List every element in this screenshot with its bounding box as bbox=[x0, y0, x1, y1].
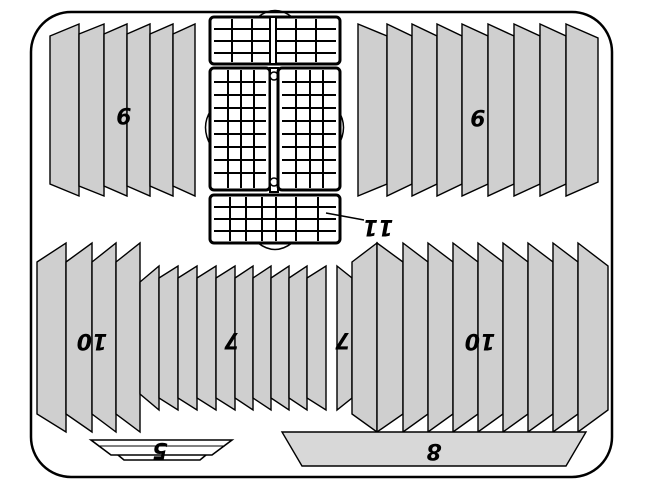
plate bbox=[288, 264, 308, 412]
basket-handle-top bbox=[257, 9, 293, 18]
plate bbox=[115, 241, 141, 434]
label-lower-center-small: 7 bbox=[224, 327, 240, 352]
plate bbox=[487, 22, 515, 198]
label-upper-right: 9 bbox=[470, 104, 485, 129]
plate bbox=[376, 241, 404, 434]
label-lower-left-large: 10 bbox=[77, 328, 108, 353]
plate bbox=[158, 264, 179, 412]
plate bbox=[172, 22, 196, 198]
basket-grid bbox=[282, 70, 336, 188]
plate bbox=[357, 22, 388, 198]
label-cutlery-basket: 11 bbox=[363, 214, 394, 239]
lower-right-large-plate-group: 10 bbox=[351, 241, 609, 434]
platter: 8 bbox=[280, 431, 588, 467]
plate bbox=[103, 22, 128, 198]
label-platter: 8 bbox=[426, 438, 441, 463]
plate bbox=[270, 264, 290, 412]
plate bbox=[177, 264, 198, 412]
plate bbox=[215, 264, 236, 412]
plate bbox=[436, 22, 463, 198]
plate bbox=[539, 22, 567, 198]
basket-divider bbox=[269, 16, 277, 65]
saucer-body bbox=[88, 439, 235, 456]
plate bbox=[527, 241, 554, 434]
plate bbox=[351, 241, 378, 434]
saucer: 5 bbox=[88, 437, 235, 462]
lower-center-single-plate: 7 bbox=[335, 264, 353, 412]
plate bbox=[36, 241, 67, 434]
plate bbox=[386, 22, 413, 198]
plate bbox=[565, 22, 599, 198]
basket-grid bbox=[214, 197, 336, 241]
label-saucer: 5 bbox=[152, 437, 167, 462]
plate bbox=[552, 241, 579, 434]
platter-body bbox=[280, 431, 588, 467]
plate bbox=[577, 241, 609, 434]
plate bbox=[234, 264, 254, 412]
label-lower-center-single: 7 bbox=[335, 327, 351, 352]
plate bbox=[411, 22, 438, 198]
plate bbox=[149, 22, 174, 198]
basket-grid bbox=[214, 70, 266, 188]
upper-left-plate-group: 9 bbox=[49, 22, 196, 198]
plate bbox=[306, 264, 327, 412]
plate bbox=[196, 264, 217, 412]
plate bbox=[502, 241, 529, 434]
plate bbox=[252, 264, 272, 412]
saucer-foot bbox=[117, 454, 207, 461]
plate bbox=[139, 264, 160, 412]
lower-left-large-plate-group: 10 bbox=[36, 241, 141, 434]
upper-right-plate-group: 9 bbox=[357, 22, 599, 198]
basket-leader-line bbox=[325, 212, 365, 221]
plate bbox=[126, 22, 151, 198]
plate bbox=[513, 22, 541, 198]
lower-center-small-plate-group: 7 bbox=[139, 264, 327, 412]
plate bbox=[65, 241, 93, 434]
cutlery-basket: 11 bbox=[204, 9, 394, 251]
plate bbox=[78, 22, 105, 198]
label-lower-right-large: 10 bbox=[465, 328, 496, 353]
plate bbox=[427, 241, 454, 434]
plate bbox=[402, 241, 429, 434]
basket-handle-bottom bbox=[257, 242, 293, 251]
label-upper-left: 9 bbox=[116, 102, 131, 127]
plate bbox=[49, 22, 80, 198]
plate bbox=[91, 241, 117, 434]
